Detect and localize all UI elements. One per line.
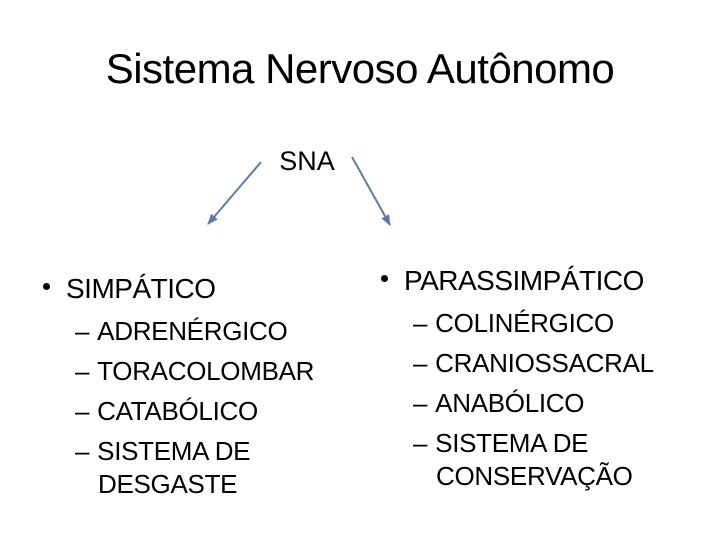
list-item: –COLINÉRGICO — [413, 307, 671, 340]
slide-title: Sistema Nervoso Autônomo — [105, 45, 615, 92]
dash-bullet: – — [75, 396, 90, 426]
list-item-label: ANABÓLICO — [435, 388, 585, 418]
list-item: –TORACOLOMBAR — [75, 355, 333, 388]
right-branch: PARASSIMPÁTICO –COLINÉRGICO –CRANIOSSACR… — [381, 264, 671, 500]
list-item-label: TORACOLOMBAR — [97, 356, 315, 386]
list-item: –SISTEMA DE DESGASTE — [75, 435, 333, 501]
list-item-label: ADRENÉRGICO — [97, 316, 288, 346]
list-item: –CRANIOSSACRAL — [413, 347, 671, 380]
dash-bullet: – — [75, 316, 90, 346]
left-branch-heading: SIMPÁTICO — [43, 272, 333, 306]
list-item-label: CATABÓLICO — [97, 396, 258, 426]
left-branch-items: –ADRENÉRGICO –TORACOLOMBAR –CATABÓLICO –… — [75, 315, 333, 501]
left-branch-heading-label: SIMPÁTICO — [66, 273, 216, 304]
list-item-label: SISTEMA DE CONSERVAÇÃO — [435, 428, 633, 491]
dash-bullet: – — [413, 428, 428, 458]
right-branch-heading: PARASSIMPÁTICO — [381, 264, 671, 298]
dash-bullet: – — [75, 436, 90, 466]
bullet-icon — [43, 283, 50, 290]
diagram-root-label: SNA — [279, 146, 335, 176]
left-branch: SIMPÁTICO –ADRENÉRGICO –TORACOLOMBAR –CA… — [43, 272, 333, 508]
list-item: –ADRENÉRGICO — [75, 315, 333, 348]
dash-bullet: – — [75, 356, 90, 386]
list-item: –CATABÓLICO — [75, 395, 333, 428]
dash-bullet: – — [413, 388, 428, 418]
list-item: –ANABÓLICO — [413, 387, 671, 420]
bullet-icon — [381, 275, 388, 282]
dash-bullet: – — [413, 308, 428, 338]
list-item-label: CRANIOSSACRAL — [435, 348, 654, 378]
list-item-label: SISTEMA DE DESGASTE — [97, 436, 251, 499]
list-item: –SISTEMA DE CONSERVAÇÃO — [413, 427, 671, 493]
right-branch-items: –COLINÉRGICO –CRANIOSSACRAL –ANABÓLICO –… — [413, 307, 671, 493]
dash-bullet: – — [413, 348, 428, 378]
list-item-label: COLINÉRGICO — [435, 308, 614, 338]
right-branch-heading-label: PARASSIMPÁTICO — [404, 265, 644, 296]
